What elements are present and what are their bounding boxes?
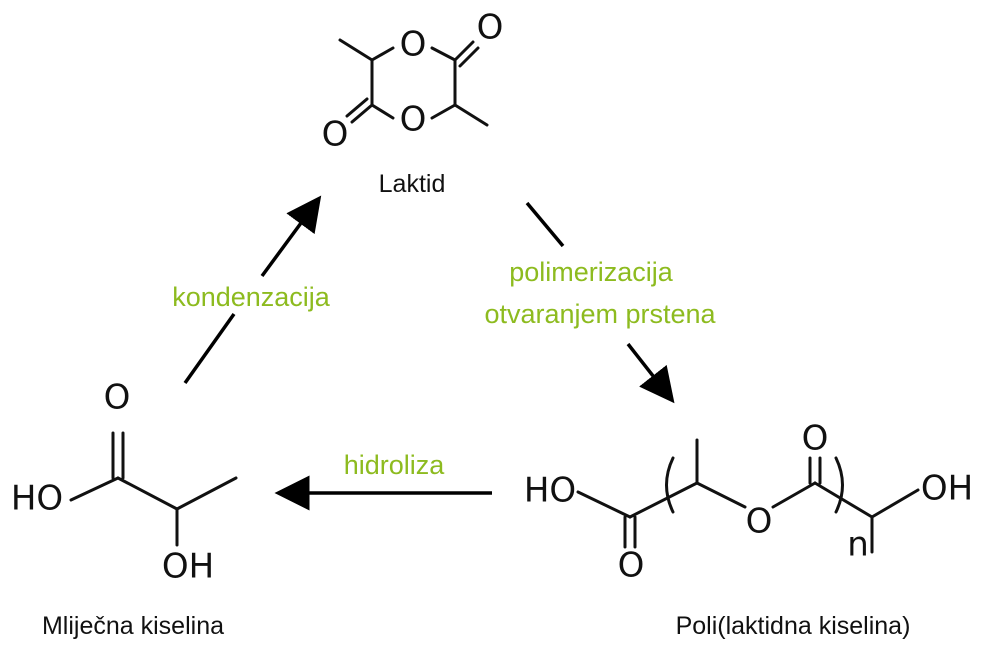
pla-end-hydroxyl: OH (921, 469, 973, 509)
lactide-double-bond (453, 40, 475, 62)
pla-bond (771, 481, 817, 509)
pla-label: Poli(laktidna kiselina) (676, 612, 911, 640)
lactide-bond (338, 38, 374, 62)
arrow-ring-opening (626, 342, 675, 404)
pla-acid-hydroxyl: HO (524, 471, 576, 511)
lactide-double-bond (458, 46, 480, 68)
lactide-bond (453, 103, 489, 127)
pla-bond (813, 481, 874, 519)
pla-carbonyl-oxygen: O (618, 546, 645, 586)
arrow-condensation-tail (183, 312, 236, 385)
lactide-bond (430, 103, 457, 120)
pla-bond (576, 490, 632, 519)
lactic-acid-bond (116, 476, 179, 511)
pla-structure: HO O O O n OH (524, 419, 973, 586)
lactic-acid-alcohol-hydroxyl: OH (162, 547, 214, 587)
lactic-acid-carbonyl-oxygen: O (104, 378, 131, 418)
lactide-double-bond (350, 103, 374, 124)
lactide-structure: O O O O (322, 8, 504, 155)
pla-bond (628, 481, 699, 519)
pla-bracket-left (665, 456, 675, 514)
lactide-bond (370, 103, 395, 120)
lactide-bond (430, 46, 457, 62)
lactic-acid-label: Mliječna kiselina (42, 612, 224, 640)
pla-repeat-subscript: n (847, 525, 869, 565)
lactic-acid-bond (69, 476, 120, 502)
arrow-condensation (260, 195, 322, 278)
lactide-carbonyl-oxygen: O (477, 8, 504, 48)
ring-opening-label-line2: otvaranjem prstena (484, 299, 716, 329)
pla-bond (695, 481, 747, 509)
lactic-acid-structure: O HO OH (11, 378, 238, 587)
lactic-acid-acid-hydroxyl: HO (11, 479, 63, 519)
arrow-ring-opening-tail (525, 201, 565, 248)
condensation-label: kondenzacija (172, 282, 331, 312)
lactide-double-bond (345, 97, 369, 118)
lactide-bond (370, 46, 395, 62)
pla-ester-oxygen: O (746, 502, 773, 542)
hydrolysis-label: hidroliza (344, 450, 446, 480)
pla-carbonyl-oxygen: O (802, 419, 829, 459)
pla-bracket-right (834, 456, 844, 514)
lactic-acid-bond (175, 476, 238, 511)
lactide-ring-oxygen: O (400, 25, 427, 65)
pla-bond (870, 488, 920, 519)
ring-opening-label-line1: polimerizacija (509, 257, 674, 287)
lactide-ring-oxygen: O (400, 100, 427, 140)
lactide-carbonyl-oxygen: O (322, 115, 349, 155)
lactide-label: Laktid (379, 170, 446, 198)
